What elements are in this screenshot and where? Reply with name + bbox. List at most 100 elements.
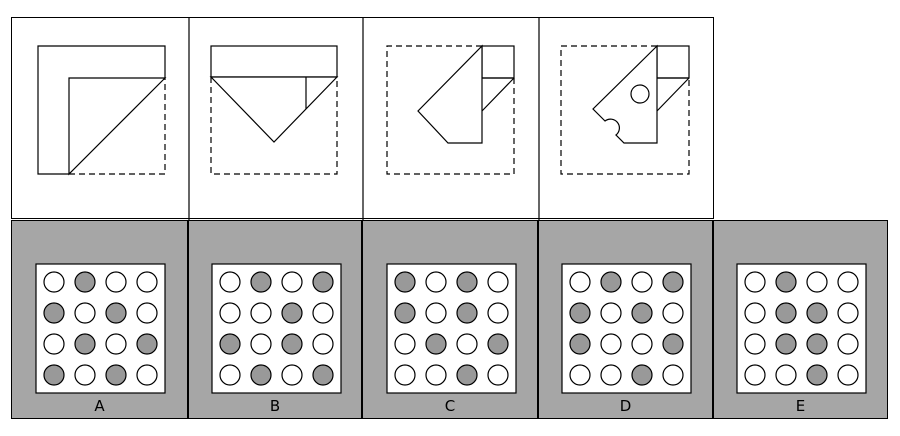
hole-empty [744, 364, 766, 386]
hole-empty [600, 302, 622, 324]
hole-empty [631, 271, 653, 293]
option-label: C [444, 397, 456, 415]
fold-step-1 [37, 45, 167, 176]
hole-empty [394, 333, 416, 355]
hole-empty [487, 302, 509, 324]
hole-grid [35, 263, 166, 394]
hole-empty [487, 271, 509, 293]
hole-punched [281, 333, 303, 355]
hole-punched [394, 271, 416, 293]
option-label: A [94, 397, 105, 415]
hole-empty [136, 271, 158, 293]
hole-empty [425, 271, 447, 293]
hole-punched [775, 271, 797, 293]
hole-empty [250, 302, 272, 324]
hole-empty [837, 333, 859, 355]
hole-empty [136, 364, 158, 386]
hole-grid [736, 263, 867, 394]
hole-empty [744, 271, 766, 293]
hole-empty [744, 333, 766, 355]
hole-punched [487, 333, 509, 355]
hole-empty [425, 302, 447, 324]
hole-empty [312, 333, 334, 355]
hole-empty [775, 364, 797, 386]
answer-option-c[interactable]: C [362, 220, 538, 419]
hole-punched [456, 302, 478, 324]
hole-punched [219, 333, 241, 355]
hole-empty [456, 333, 478, 355]
hole-punched [250, 271, 272, 293]
hole-punched [456, 364, 478, 386]
hole-grid [211, 263, 342, 394]
hole-empty [74, 364, 96, 386]
option-label: D [619, 397, 632, 415]
hole-punched [806, 302, 828, 324]
hole-punched [775, 333, 797, 355]
hole-punched [425, 333, 447, 355]
hole-empty [281, 271, 303, 293]
hole-empty [662, 302, 684, 324]
hole-empty [600, 364, 622, 386]
question-row [11, 17, 714, 220]
hole-empty [837, 302, 859, 324]
punched-hole [630, 84, 650, 104]
hole-punched [74, 271, 96, 293]
hole-empty [105, 271, 127, 293]
hole-empty [662, 364, 684, 386]
hole-punched [74, 333, 96, 355]
option-label: E [795, 397, 806, 415]
hole-empty [600, 333, 622, 355]
fold-step-3 [386, 44, 515, 175]
hole-empty [312, 302, 334, 324]
hole-punched [775, 302, 797, 324]
hole-empty [219, 364, 241, 386]
fold-step-4 [560, 44, 690, 175]
hole-punched [569, 333, 591, 355]
fold-step-2 [209, 45, 339, 175]
hole-empty [43, 333, 65, 355]
hole-empty [394, 364, 416, 386]
hole-empty [487, 364, 509, 386]
hole-punched [662, 333, 684, 355]
hole-punched [43, 302, 65, 324]
hole-punched [105, 364, 127, 386]
hole-empty [837, 364, 859, 386]
hole-empty [425, 364, 447, 386]
hole-empty [837, 271, 859, 293]
hole-punched [312, 271, 334, 293]
hole-empty [744, 302, 766, 324]
hole-empty [806, 271, 828, 293]
hole-punched [394, 302, 416, 324]
answer-option-e[interactable]: E [713, 220, 888, 419]
hole-punched [136, 333, 158, 355]
hole-empty [105, 333, 127, 355]
hole-punched [662, 271, 684, 293]
hole-punched [806, 364, 828, 386]
hole-empty [281, 364, 303, 386]
hole-punched [600, 271, 622, 293]
hole-punched [631, 364, 653, 386]
hole-empty [43, 271, 65, 293]
hole-punched [631, 302, 653, 324]
hole-punched [43, 364, 65, 386]
hole-empty [136, 302, 158, 324]
hole-empty [250, 333, 272, 355]
hole-empty [631, 333, 653, 355]
hole-punched [281, 302, 303, 324]
answer-option-a[interactable]: A [11, 220, 188, 419]
hole-empty [569, 271, 591, 293]
option-label: B [269, 397, 281, 415]
question-diagram [37, 18, 690, 220]
hole-empty [219, 302, 241, 324]
hole-empty [74, 302, 96, 324]
hole-grid [561, 263, 692, 394]
hole-punched [806, 333, 828, 355]
hole-empty [219, 271, 241, 293]
hole-punched [569, 302, 591, 324]
answer-option-d[interactable]: D [538, 220, 713, 419]
hole-punched [105, 302, 127, 324]
hole-empty [569, 364, 591, 386]
answer-option-b[interactable]: B [188, 220, 362, 419]
hole-punched [250, 364, 272, 386]
hole-punched [456, 271, 478, 293]
